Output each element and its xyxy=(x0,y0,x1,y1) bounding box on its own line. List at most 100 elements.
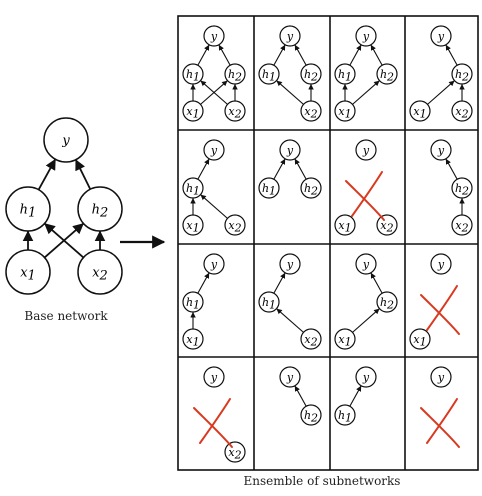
node-x2 xyxy=(451,100,473,122)
node-x1 xyxy=(182,328,204,350)
edge-h1-y xyxy=(37,158,56,191)
node-label-y: y xyxy=(362,371,370,384)
node-x2 xyxy=(300,328,322,350)
node-x1 xyxy=(182,100,204,122)
node-label-x1: x1 xyxy=(186,333,199,349)
subnetwork-cell: yh2 xyxy=(279,366,322,426)
node-label-h1: h1 xyxy=(186,296,200,312)
node-label-h2: h2 xyxy=(455,68,469,84)
node-label-y: y xyxy=(286,30,294,43)
node-y xyxy=(430,25,452,47)
node-label-y: y xyxy=(61,134,70,149)
node-h2 xyxy=(376,63,398,85)
edge-h1-y xyxy=(197,272,210,294)
edge-h2-y xyxy=(370,44,383,66)
cross-mark-stroke xyxy=(351,171,383,217)
node-label-y: y xyxy=(210,371,218,384)
node-y xyxy=(430,366,452,388)
node-y xyxy=(355,25,377,47)
node-label-x2: x2 xyxy=(228,105,241,121)
edge-h1-y xyxy=(197,44,210,66)
node-label-x1: x1 xyxy=(20,266,36,284)
node-x2 xyxy=(77,249,123,295)
edge-h1-y xyxy=(349,44,362,66)
base-network-caption: Base network xyxy=(24,309,108,323)
node-label-y: y xyxy=(286,258,294,271)
node-h1 xyxy=(182,291,204,313)
node-label-x1: x1 xyxy=(338,219,351,235)
node-label-y: y xyxy=(362,30,370,43)
node-h1 xyxy=(334,63,356,85)
node-x2 xyxy=(224,441,246,463)
node-label-h2: h2 xyxy=(304,409,318,425)
node-label-h1: h1 xyxy=(262,68,276,84)
cross-mark-stroke xyxy=(193,407,233,448)
edge-h2-y xyxy=(75,159,92,190)
edge-h1-y xyxy=(273,272,286,294)
node-h2 xyxy=(77,186,123,232)
edge-h2-y xyxy=(218,44,231,66)
edge-x2-h1 xyxy=(276,80,304,105)
node-label-x2: x2 xyxy=(455,219,468,235)
node-label-y: y xyxy=(437,144,445,157)
cross-mark-stroke xyxy=(426,398,458,444)
cross-mark-stroke xyxy=(420,407,460,448)
node-h1 xyxy=(182,63,204,85)
node-label-y: y xyxy=(210,30,218,43)
subnetwork-cell: y xyxy=(420,366,460,448)
edge-x2-h1 xyxy=(200,80,228,105)
node-label-h2: h2 xyxy=(304,68,318,84)
node-y xyxy=(203,366,225,388)
node-y xyxy=(279,25,301,47)
node-y xyxy=(203,253,225,275)
node-h1 xyxy=(334,404,356,426)
edge-h2-y xyxy=(294,385,307,407)
node-y xyxy=(430,139,452,161)
node-y xyxy=(279,366,301,388)
node-x1 xyxy=(182,214,204,236)
node-x1 xyxy=(334,328,356,350)
node-y xyxy=(203,139,225,161)
node-label-h2: h2 xyxy=(92,203,109,221)
node-label-x1: x1 xyxy=(413,333,426,349)
node-h2 xyxy=(300,404,322,426)
node-y xyxy=(430,253,452,275)
node-x1 xyxy=(334,214,356,236)
node-h2 xyxy=(376,291,398,313)
edge-h1-y xyxy=(273,44,286,66)
edge-h2-y xyxy=(445,158,458,180)
node-x2 xyxy=(224,214,246,236)
edge-h2-y xyxy=(370,272,383,294)
node-h1 xyxy=(258,177,280,199)
node-h1 xyxy=(258,63,280,85)
cross-mark-stroke xyxy=(420,294,460,335)
node-y xyxy=(279,139,301,161)
node-label-h1: h1 xyxy=(186,182,200,198)
node-label-x2: x2 xyxy=(228,446,241,462)
cross-mark-stroke xyxy=(345,180,385,221)
node-label-x1: x1 xyxy=(338,105,351,121)
subnetwork-cell: y x2 xyxy=(193,366,246,463)
node-x1 xyxy=(409,328,431,350)
node-label-x1: x1 xyxy=(338,333,351,349)
node-label-h2: h2 xyxy=(228,68,242,84)
node-h2 xyxy=(300,63,322,85)
edge-x2-h1 xyxy=(44,223,85,259)
node-x2 xyxy=(451,214,473,236)
node-label-h1: h1 xyxy=(186,68,200,84)
node-y xyxy=(279,253,301,275)
edge-h1-y xyxy=(197,158,210,180)
node-label-h1: h1 xyxy=(262,182,276,198)
node-label-h1: h1 xyxy=(338,68,352,84)
node-label-x1: x1 xyxy=(186,219,199,235)
node-label-x2: x2 xyxy=(92,266,108,284)
